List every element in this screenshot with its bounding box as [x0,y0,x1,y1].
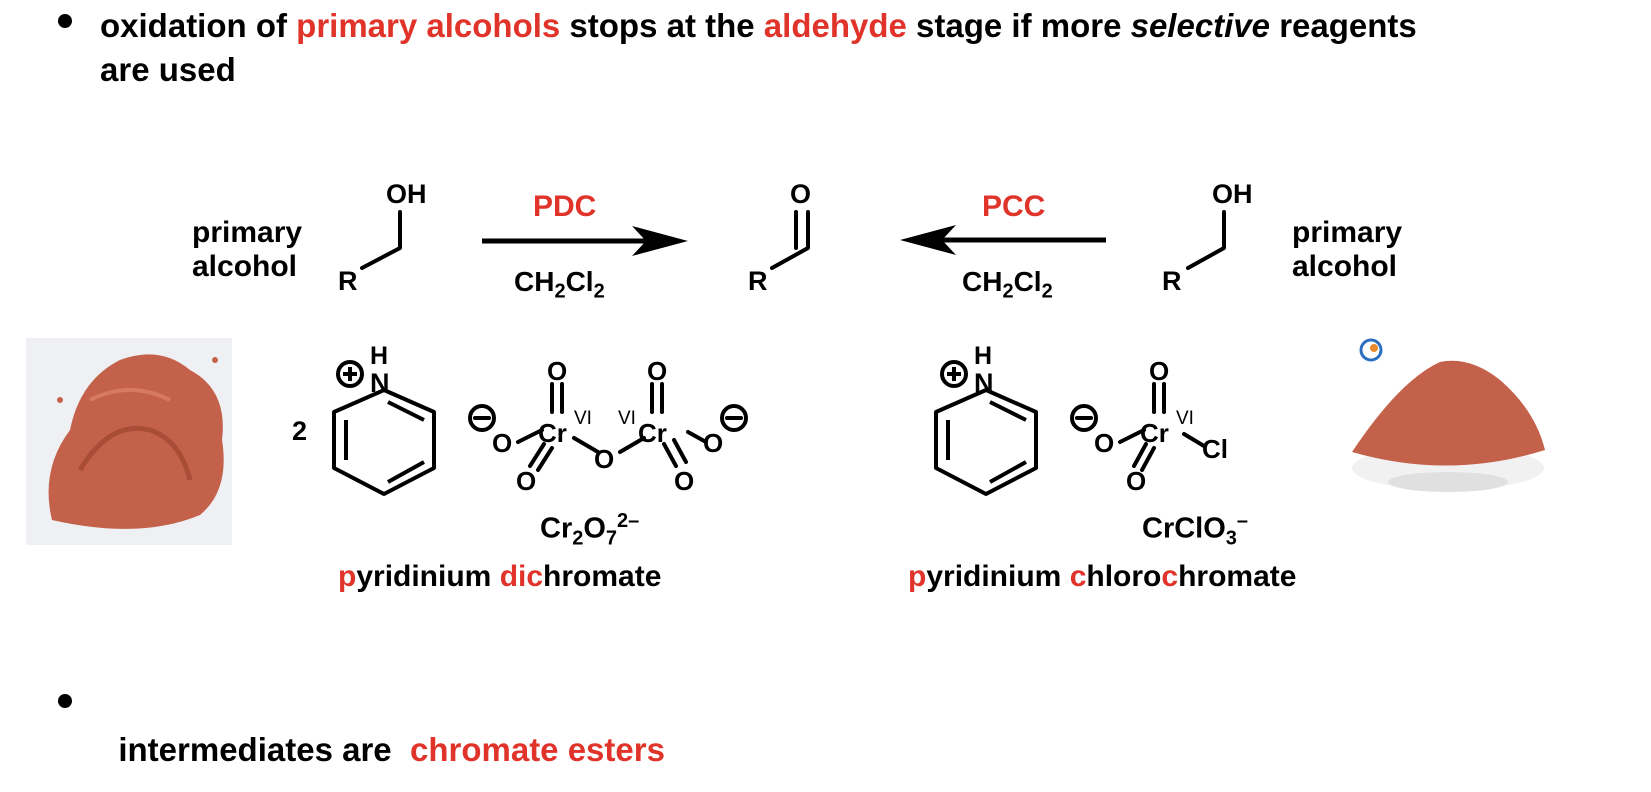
pcc-cr-bonds [1118,382,1206,472]
pdc-full-name: pyridinium dichromate [338,560,662,593]
pcc-o-left: O [1094,428,1114,458]
bullet-1-line-1: oxidation of primary alcohols stops at t… [100,7,1417,44]
pcc-o-bottom: O [1126,466,1146,496]
aldehyde-bonds [770,210,810,270]
left-solvent-label: CH2Cl2 [514,266,605,303]
pcc-cr: Cr [1140,418,1169,448]
pcc-arrow-head [900,225,956,255]
pcc-full-name: pyridinium chlorochromate [908,560,1297,593]
pcc-pyridinium-ring [934,360,1038,496]
pdc-arrow-head [632,226,688,256]
pcc-minus [1070,404,1098,432]
pdc-vi-1: VI [574,408,592,429]
pdc-o-left: O [492,428,512,458]
pcc-h-text: H [974,342,992,370]
bullet-1-line-2: are used [100,51,236,88]
left-primary-alcohol-label: primary alcohol [192,216,303,283]
pdc-cr-2: Cr [638,418,667,448]
right-solvent-label: CH2Cl2 [962,266,1053,303]
primary-alcohols-term: primary alcohols [296,7,561,44]
pdc-o-bottom-2: O [674,466,694,496]
pdc-pyridinium-ring [332,360,436,496]
selective-term: selective [1130,7,1271,44]
pdc-n-text: N [370,368,390,398]
pcc-cl: Cl [1202,434,1228,464]
right-oh-text: OH [1212,179,1253,209]
pdc-vi-2: VI [618,408,636,429]
pcc-o-top: O [1149,356,1169,386]
pdc-minus-right [720,404,748,432]
pcc-powder-photo [1352,338,1545,492]
left-oh-text: OH [386,179,427,209]
bullet-dot-1 [58,14,72,28]
pcc-reagent-label: PCC [982,190,1046,223]
chromate-esters-term: chromate esters [409,731,665,768]
pdc-o-top-1: O [547,356,567,386]
pdc-reagent-label: PDC [533,190,597,223]
pdc-o-bottom-1: O [516,466,536,496]
dichromate-formula: Cr2O72– [540,510,640,550]
aldehyde-o-text: O [790,179,811,209]
pdc-powder-photo [26,338,232,545]
right-primary-alcohol-label: primary alcohol [1292,216,1403,283]
pdc-o-right: O [703,428,723,458]
aldehyde-term: aldehyde [763,7,907,44]
pcc-n-text: N [974,368,994,398]
pdc-cr-1: Cr [538,418,567,448]
pdc-h-text: H [370,342,388,370]
right-r-text: R [1162,266,1182,296]
pcc-vi: VI [1176,408,1194,429]
pdc-o-bridge: O [594,444,614,474]
bullet-dot-2 [58,694,72,708]
pdc-cr2-bonds [618,382,708,468]
aldehyde-r-text: R [748,266,768,296]
pdc-minus-left [468,404,496,432]
right-alcohol-bonds [1186,210,1226,270]
chlorochromate-formula: CrClO3– [1142,510,1249,550]
pdc-o-top-2: O [647,356,667,386]
left-r-text: R [338,266,358,296]
brand-logo-icon [1359,338,1383,362]
pdc-cr1-bonds [516,382,600,472]
bullet-2-text: intermediates are chromate esters [118,731,665,768]
pdc-coefficient: 2 [292,416,307,446]
left-alcohol-bonds [360,210,402,270]
